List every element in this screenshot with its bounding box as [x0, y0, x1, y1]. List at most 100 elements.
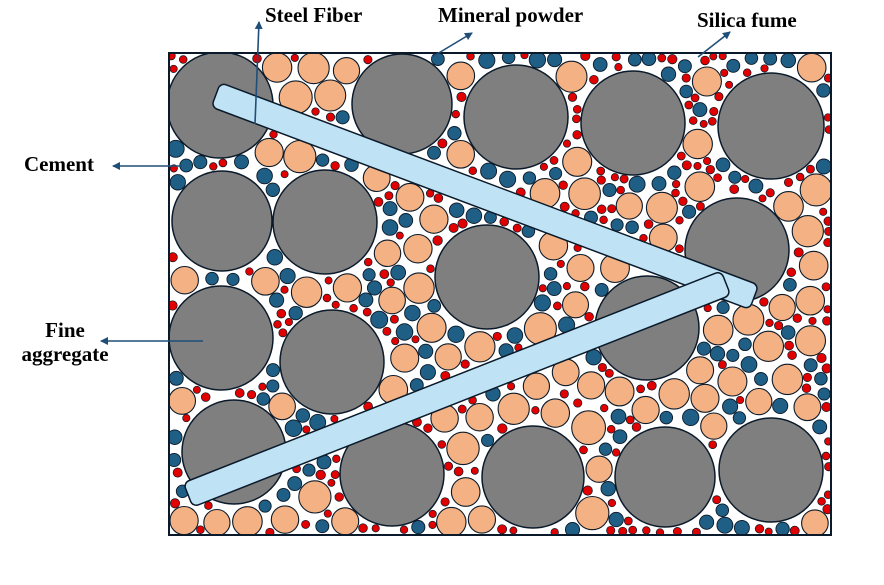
- silica-fume-particle: [822, 316, 831, 326]
- mineral-powder-particle: [205, 271, 219, 286]
- silica-fume-particle: [709, 106, 719, 117]
- mineral-powder-particle: [256, 392, 271, 406]
- silica-fume-particle: [765, 318, 774, 328]
- pointer-arrows: [100, 21, 731, 345]
- silica-fume-particle: [824, 437, 831, 446]
- cement-particle: [555, 60, 588, 93]
- silica-fume-particle: [610, 173, 619, 182]
- mineral-powder-particle: [610, 408, 627, 425]
- cement-particle: [561, 291, 590, 319]
- silica-fume-particle: [642, 526, 651, 535]
- fine-aggregate-particle: [614, 426, 716, 528]
- mineral-powder-particle: [612, 429, 628, 445]
- cement-particle: [562, 146, 593, 177]
- cement-particle: [794, 325, 827, 357]
- silica-fume-particle: [787, 350, 797, 360]
- mineral-powder-particle: [628, 175, 646, 193]
- silica-fume-particle: [783, 177, 794, 187]
- silica-fume-particle: [550, 528, 559, 535]
- silica-fume-particle: [349, 303, 358, 313]
- mineral-powder-particle: [447, 126, 462, 141]
- silica-fume-particle: [736, 395, 745, 405]
- mineral-powder-particle: [447, 325, 465, 343]
- mineral-powder-particle: [602, 182, 617, 198]
- mineral-powder-particle: [564, 522, 581, 535]
- mineral-powder-particle: [641, 53, 657, 67]
- mineral-powder-particle: [169, 370, 184, 386]
- silica-fume-particle: [169, 300, 178, 311]
- silica-fume-particle: [457, 404, 467, 414]
- silica-fume-particle: [492, 331, 502, 341]
- mineral-powder-particle: [546, 281, 562, 297]
- silica-fume-particle: [643, 219, 654, 229]
- mineral-powder-particle: [234, 154, 249, 170]
- silica-fume-particle: [432, 235, 443, 246]
- silica-fume-particle: [531, 406, 540, 415]
- mineral-powder-particle: [699, 514, 715, 530]
- silica-fume-particle: [718, 53, 727, 61]
- silica-fume-particle: [614, 63, 623, 72]
- silica-fume-particle: [572, 130, 582, 140]
- silica-fume-particle: [391, 337, 400, 346]
- mineral-powder-particle: [716, 516, 734, 534]
- silica-fume-particle: [423, 423, 433, 433]
- silica-fume-particle: [824, 462, 831, 472]
- silica-fume-particle: [322, 293, 332, 303]
- silica-fume-particle: [556, 259, 565, 268]
- silica-fume-particle: [395, 231, 404, 240]
- silica-fume-particle: [553, 301, 562, 311]
- silica-fume-particle: [690, 93, 700, 103]
- mineral-powder-particle: [266, 249, 284, 266]
- mineral-powder-particle: [682, 408, 700, 427]
- mineral-powder-particle: [726, 348, 740, 362]
- silica-fume-particle: [426, 264, 435, 273]
- silica-fume-particle: [284, 317, 293, 327]
- mineral-powder-particle: [754, 372, 768, 386]
- mineral-powder-particle: [358, 292, 374, 308]
- mineral-powder-particle: [362, 268, 376, 282]
- silica-fume-particle: [323, 509, 332, 518]
- silica-fume-particle: [539, 162, 548, 171]
- steel-fiber: [184, 272, 730, 506]
- silica-fume-particle: [681, 73, 691, 83]
- silica-fume-particle: [823, 113, 831, 122]
- mineral-powder-particle: [169, 429, 183, 445]
- mineral-powder-particle: [418, 343, 434, 359]
- silica-fume-particle: [795, 172, 805, 182]
- mineral-powder-particle: [748, 178, 764, 194]
- silica-fume-particle: [801, 383, 812, 393]
- silica-fume-particle: [816, 352, 827, 364]
- mineral-powder-particle: [315, 519, 330, 534]
- mineral-powder-particle: [780, 53, 797, 69]
- silica-fume-particle: [786, 267, 797, 278]
- silica-fume-particle: [428, 509, 437, 518]
- mineral-powder-particle: [549, 166, 563, 181]
- cement-particle: [446, 61, 476, 91]
- silica-fume-particle: [636, 384, 645, 394]
- silica-fume-particle: [172, 467, 183, 478]
- silica-fume-particle: [618, 526, 628, 535]
- mineral-powder-particle: [302, 463, 316, 477]
- particle-layer: [169, 53, 831, 535]
- mineral-powder-particle: [780, 325, 796, 340]
- mineral-powder-particle: [533, 294, 551, 312]
- cement-particle: [522, 372, 551, 400]
- silica-fume-particle: [823, 216, 831, 226]
- mineral-powder-particle: [815, 158, 831, 175]
- silica-fume-particle: [764, 527, 773, 535]
- silica-fume-particle: [358, 523, 368, 533]
- silica-fume-particle: [713, 173, 722, 183]
- fine-aggregate-particle: [463, 64, 569, 170]
- silica-fume-particle: [315, 469, 326, 481]
- silica-fume-label: Silica fume: [697, 8, 797, 32]
- silica-fume-particle: [390, 181, 400, 191]
- silica-fume-particle: [793, 247, 804, 258]
- mineral-powder-particle: [608, 511, 624, 528]
- mineral-powder-particle: [600, 481, 616, 497]
- silica-fume-particle: [330, 161, 340, 171]
- silica-fume-particle: [437, 440, 447, 449]
- fine-aggregate-particle: [169, 285, 274, 391]
- mineral-powder-particle: [763, 53, 778, 66]
- silica-fume-particle: [596, 166, 606, 176]
